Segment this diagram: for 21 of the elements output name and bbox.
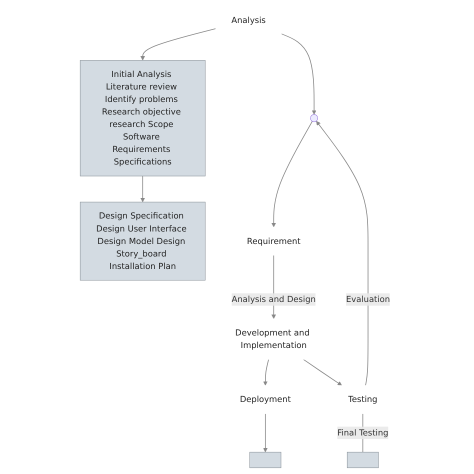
node-text: Development and Implementation — [236, 328, 310, 350]
arrow — [272, 120, 314, 228]
node-box: Initial Analysis Literature review Identify problems Research objective research Scope Software Requirements Specifications — [80, 60, 206, 176]
node-point — [310, 114, 318, 122]
node-box: Design Specification Design User Interface Design Model Design Story_board Installation Plan — [80, 202, 206, 280]
node-text: Analysis — [232, 15, 266, 25]
edge-label: Analysis and Design — [232, 294, 316, 304]
node-text: Testing — [348, 394, 378, 404]
arrow — [263, 413, 268, 452]
arrow — [140, 28, 217, 61]
node-box — [347, 452, 380, 468]
arrow — [303, 359, 342, 386]
arrow — [263, 359, 270, 386]
arrow — [316, 120, 369, 386]
edge-label: Evaluation — [346, 294, 390, 304]
node-text: Requirement — [247, 236, 301, 246]
edge-label: Final Testing — [338, 428, 389, 438]
node-box — [250, 452, 282, 468]
node-text: Deployment — [240, 394, 292, 404]
arrow — [140, 176, 146, 202]
arrow — [281, 33, 317, 115]
